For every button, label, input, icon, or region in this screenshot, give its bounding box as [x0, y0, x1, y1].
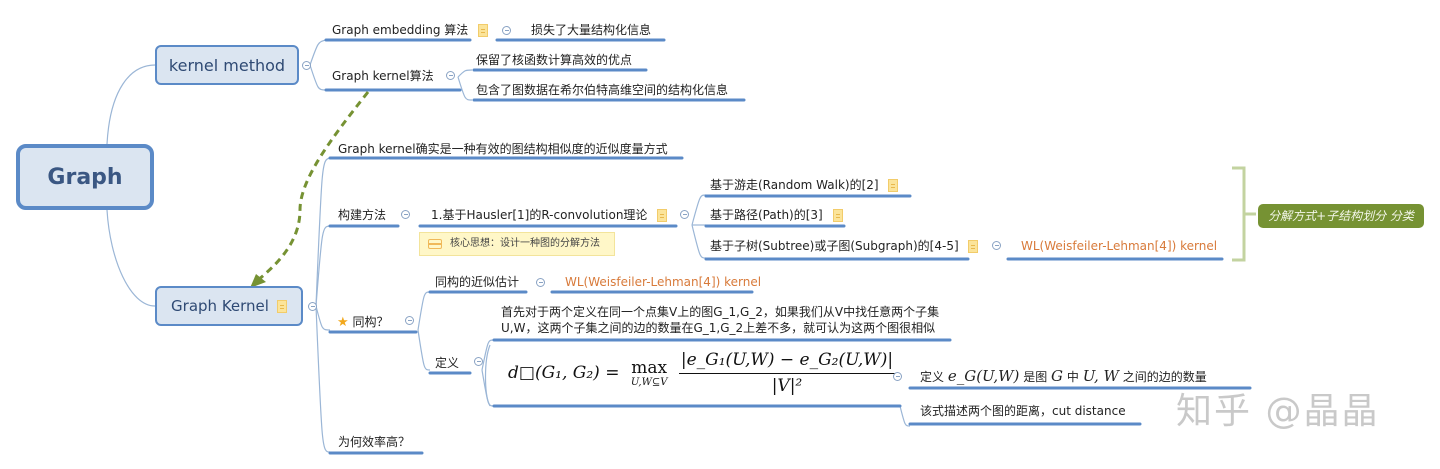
note-prefix: 定义	[920, 370, 945, 384]
note-icon[interactable]	[276, 299, 287, 313]
node-label: 基于路径(Path)的[3]	[710, 208, 823, 222]
formula-lhs: d□(G₁, G₂) =	[508, 363, 620, 383]
node-label: 构建方法	[338, 208, 387, 222]
node-label: 基于游走(Random Walk)的[2]	[710, 178, 879, 192]
node-isomorphism[interactable]: ★ 同构？	[337, 314, 389, 331]
callout-text: 核心思想：设计一种图的分解方法	[450, 238, 600, 249]
topic-graph-kernel[interactable]: Graph Kernel	[155, 286, 303, 326]
node-label: 损失了大量结构化信息	[531, 23, 652, 37]
node-label: 该式描述两个图的距离，cut distance	[920, 404, 1126, 418]
note-uw: U, W	[1082, 367, 1119, 385]
formula-max: max U,W⊆V	[631, 358, 668, 388]
collapse-icon[interactable]	[302, 61, 311, 70]
root-topic-graph[interactable]: Graph	[16, 144, 154, 210]
note-suffix: 之间的边的数量	[1122, 370, 1207, 384]
note-icon[interactable]	[657, 209, 668, 222]
node-summary-statement[interactable]: Graph kernel确实是一种有效的图结构相似度的近似度量方式	[338, 141, 668, 157]
node-label: Graph kernel确实是一种有效的图结构相似度的近似度量方式	[338, 142, 668, 156]
node-isomorphism-approx[interactable]: 同构的近似估计	[435, 274, 519, 290]
note-icon[interactable]	[832, 209, 843, 222]
definition-line-2: U,W，这两个子集之间的边的数量在G_1,G_2上差不多，就可认为这两个图很相似	[501, 321, 936, 335]
node-graph-embedding[interactable]: Graph embedding 算法	[332, 22, 489, 38]
topic-graph-kernel-label: Graph Kernel	[171, 297, 269, 315]
node-edge-count-definition[interactable]: 定义 e_G(U,W) 是图 G 中 U, W 之间的边的数量	[920, 368, 1207, 385]
note-mid2: 中	[1066, 370, 1079, 384]
collapse-icon[interactable]	[401, 210, 410, 219]
node-efficiency[interactable]: 为何效率高？	[338, 434, 410, 450]
star-icon: ★	[337, 315, 349, 330]
node-label: 同构？	[352, 315, 389, 329]
node-cut-distance[interactable]: 该式描述两个图的距离，cut distance	[920, 403, 1126, 419]
node-keeps-efficiency[interactable]: 保留了核函数计算高效的优点	[476, 52, 632, 68]
note-g: G	[1051, 367, 1064, 385]
node-subtree-subgraph[interactable]: 基于子树(Subtree)或子图(Subgraph)的[4-5]	[710, 238, 979, 254]
max-operator: max	[631, 358, 668, 378]
topic-kernel-method-label: kernel method	[168, 55, 286, 75]
watermark: 知乎 @晶晶	[1176, 391, 1380, 432]
collapse-icon[interactable]	[536, 278, 545, 287]
node-r-convolution[interactable]: 1.基于Hausler[1]的R-convolution理论	[431, 207, 668, 223]
node-label: Graph embedding 算法	[332, 23, 469, 37]
node-definition[interactable]: 定义	[435, 355, 459, 371]
callout-core-idea[interactable]: 核心思想：设计一种图的分解方法	[419, 232, 615, 256]
node-label: 1.基于Hausler[1]的R-convolution理论	[431, 208, 648, 222]
node-label: 保留了核函数计算高效的优点	[476, 53, 633, 67]
collapse-icon[interactable]	[446, 71, 455, 80]
note-icon[interactable]	[888, 179, 899, 192]
formula-fraction: |e_G₁(U,W) − e_G₂(U,W)| |V|²	[678, 350, 896, 396]
summary-classification[interactable]: 分解方式+子结构划分 分类	[1258, 204, 1424, 228]
node-label: WL(Weisfeiler-Lehman[4]) kernel	[565, 275, 762, 289]
collapse-icon[interactable]	[992, 241, 1001, 250]
numerator: |e_G₁(U,W) − e_G₂(U,W)|	[678, 350, 896, 374]
collapse-icon[interactable]	[308, 302, 317, 311]
node-label: 定义	[435, 356, 460, 370]
note-mid1: 是图	[1023, 370, 1048, 384]
max-subscript: U,W⊆V	[630, 377, 668, 388]
node-label: Graph kernel算法	[332, 69, 434, 83]
node-loss-structural-info[interactable]: 损失了大量结构化信息	[531, 22, 651, 38]
node-random-walk[interactable]: 基于游走(Random Walk)的[2]	[710, 177, 899, 193]
node-contains-structure[interactable]: 包含了图数据在希尔伯特高维空间的结构化信息	[476, 82, 728, 98]
node-label: 为何效率高？	[338, 435, 411, 449]
node-wl-kernel-approx[interactable]: WL(Weisfeiler-Lehman[4]) kernel	[565, 274, 761, 290]
node-graph-kernel-algo[interactable]: Graph kernel算法	[332, 68, 434, 84]
node-definition-text[interactable]: 首先对于两个定义在同一个点集V上的图G_1,G_2，如果我们从V中找任意两个子集…	[501, 304, 939, 336]
node-label: 包含了图数据在希尔伯特高维空间的结构化信息	[476, 83, 729, 97]
note-term: e_G(U,W)	[947, 367, 1020, 385]
topic-kernel-method[interactable]: kernel method	[155, 45, 299, 85]
root-topic-label: Graph	[47, 164, 123, 190]
node-path[interactable]: 基于路径(Path)的[3]	[710, 207, 843, 223]
node-label: WL(Weisfeiler-Lehman[4]) kernel	[1021, 239, 1218, 253]
summary-label: 分解方式+子结构划分 分类	[1268, 209, 1414, 223]
denominator: |V|²	[771, 376, 803, 396]
collapse-icon[interactable]	[405, 316, 414, 325]
node-construction-method[interactable]: 构建方法	[338, 207, 386, 223]
node-label: 同构的近似估计	[435, 275, 520, 289]
cut-distance-formula[interactable]: d□(G₁, G₂) = max U,W⊆V |e_G₁(U,W) − e_G₂…	[508, 350, 896, 396]
collapse-icon[interactable]	[893, 372, 902, 381]
note-icon[interactable]	[968, 240, 979, 253]
node-wl-kernel[interactable]: WL(Weisfeiler-Lehman[4]) kernel	[1021, 238, 1217, 254]
definition-line-1: 首先对于两个定义在同一个点集V上的图G_1,G_2，如果我们从V中找任意两个子集	[501, 305, 940, 319]
collapse-icon[interactable]	[680, 210, 689, 219]
callout-icon	[428, 239, 442, 249]
collapse-icon[interactable]	[502, 26, 511, 35]
node-label: 基于子树(Subtree)或子图(Subgraph)的[4-5]	[710, 239, 959, 253]
collapse-icon[interactable]	[474, 357, 483, 366]
note-icon[interactable]	[478, 24, 489, 37]
